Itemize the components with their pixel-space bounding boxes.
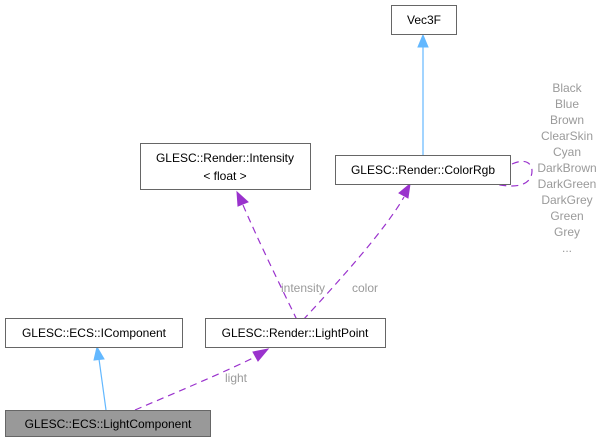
color-constant: Black	[552, 81, 582, 95]
color-constant: Green	[550, 209, 583, 223]
node-colorrgb[interactable]: GLESC::Render::ColorRgb	[335, 155, 511, 185]
node-icomponent[interactable]: GLESC::ECS::IComponent	[5, 318, 183, 348]
edge-label-color: color	[352, 281, 378, 295]
color-constant: ...	[562, 241, 572, 255]
edge-label-light: light	[225, 371, 248, 385]
edge-lightpoint-to-intensity	[236, 190, 298, 321]
node-label: GLESC::ECS::IComponent	[22, 326, 167, 340]
node-label-template-arg: < float >	[203, 169, 246, 183]
color-constant: DarkGrey	[541, 193, 592, 207]
color-constant: Grey	[554, 225, 580, 239]
edge-lightcomponent-to-icomponent	[93, 345, 107, 411]
color-constant: Cyan	[553, 145, 581, 159]
edge-lightcomponent-to-lightpoint	[134, 348, 270, 411]
node-intensity[interactable]: GLESC::Render::Intensity < float >	[140, 143, 311, 190]
color-constant: DarkBrown	[537, 161, 596, 175]
node-vec3f[interactable]: Vec3F	[391, 5, 457, 35]
color-constant: Blue	[555, 97, 579, 111]
node-label: Vec3F	[407, 13, 441, 27]
color-constant: ClearSkin	[541, 129, 593, 143]
edge-colorrgb-to-vec3f	[417, 33, 429, 155]
node-lightcomponent[interactable]: GLESC::ECS::LightComponent	[5, 410, 211, 437]
edge-lightpoint-to-colorrgb	[302, 182, 411, 321]
node-label: GLESC::Render::LightPoint	[222, 326, 369, 340]
color-constant: DarkGreen	[538, 177, 597, 191]
node-lightpoint[interactable]: GLESC::Render::LightPoint	[205, 318, 386, 348]
node-label: GLESC::Render::ColorRgb	[351, 163, 495, 177]
color-constants-list: Black Blue Brown ClearSkin Cyan DarkBrow…	[537, 81, 596, 255]
node-label: GLESC::Render::Intensity	[156, 151, 294, 165]
edge-label-intensity: intensity	[281, 281, 325, 295]
color-constant: Brown	[550, 113, 584, 127]
node-label: GLESC::ECS::LightComponent	[25, 417, 192, 431]
